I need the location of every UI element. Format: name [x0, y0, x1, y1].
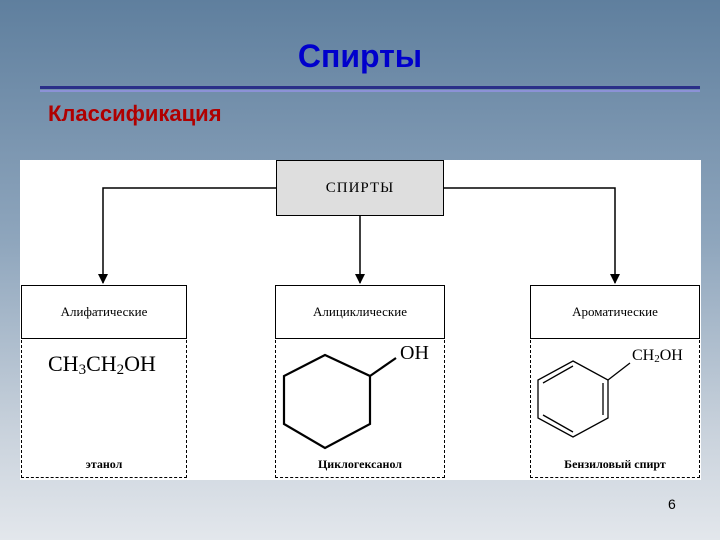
- page-number: 6: [668, 496, 676, 512]
- arrow-to-aromatic: [444, 187, 620, 284]
- slide-title: Спирты: [297, 38, 423, 74]
- classification-diagram: СПИРТЫ Алифатические Алициклические Аром…: [20, 160, 701, 480]
- example-frame-alicyclic: [275, 340, 445, 478]
- example-frame-aliphatic: [21, 340, 187, 478]
- example-frame-aromatic: [530, 340, 700, 478]
- slide-subtitle: Классификация: [48, 101, 222, 126]
- ethanol-formula: CH3CH2OH: [48, 351, 156, 378]
- cyclohexanol-structure: [282, 353, 397, 450]
- connector-arrows: [98, 187, 631, 450]
- root-box: СПИРТЫ: [276, 160, 444, 216]
- title-underline-light: [40, 90, 700, 92]
- example-name-ethanol: этанол: [85, 457, 123, 471]
- benzyl-alcohol-structure: [537, 360, 631, 438]
- arrow-to-aliphatic: [98, 187, 276, 284]
- category-box-aliphatic: Алифатические: [21, 285, 187, 339]
- category-box-aromatic: Ароматические: [530, 285, 700, 339]
- example-name-cyclohexanol: Циклогексанол: [317, 457, 403, 471]
- category-box-alicyclic: Алициклические: [275, 285, 445, 339]
- benzyl-ch2oh-label: CH2OH: [632, 347, 683, 365]
- example-name-benzyl-alcohol: Бензиловый спирт: [564, 457, 666, 471]
- cyclohexanol-oh-label: OH: [400, 342, 429, 364]
- title-underline: [40, 86, 700, 89]
